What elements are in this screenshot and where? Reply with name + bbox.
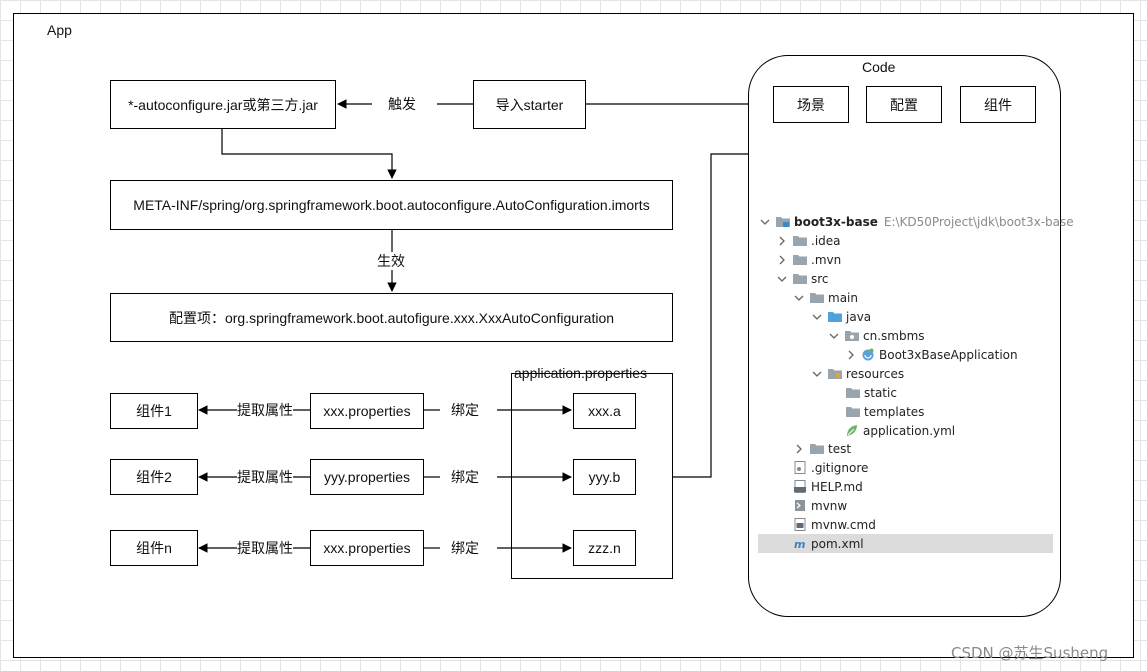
code-label: Code <box>862 59 896 75</box>
app-label: App <box>47 22 72 38</box>
app-properties-title: application.properties <box>514 365 648 381</box>
chevron-right-icon <box>848 350 854 359</box>
folder-icon <box>846 388 860 398</box>
tree-item-label: src <box>811 271 829 286</box>
tree-item-label: HELP.md <box>811 479 863 494</box>
tree-row-application-yml[interactable]: application.yml <box>846 421 955 440</box>
folder-icon <box>846 407 860 417</box>
bind-label-3: 绑定 <box>451 539 479 557</box>
tree-item-label: pom.xml <box>811 536 864 551</box>
component-box: 组件 <box>960 86 1036 123</box>
spring-class-icon <box>862 348 874 361</box>
folder-icon <box>810 444 824 454</box>
spring-leaf-icon <box>847 425 857 436</box>
tree-item-label: resources <box>846 366 905 381</box>
chevron-down-icon <box>829 333 839 339</box>
tree-item-label: .mvn <box>811 252 842 267</box>
key-box-3: zzz.n <box>573 530 636 566</box>
chevron-down-icon <box>812 314 822 320</box>
folder-icon <box>793 274 807 284</box>
tree-row-main[interactable]: main <box>794 288 858 307</box>
package-icon <box>845 331 859 341</box>
tree-row-help-md[interactable]: HELP.md <box>794 477 863 496</box>
markdown-file-icon <box>794 480 806 493</box>
chevron-right-icon <box>779 255 785 264</box>
tree-row-idea[interactable]: .idea <box>777 231 841 250</box>
scenario-box: 场景 <box>773 86 849 123</box>
tree-item-label: main <box>828 290 858 305</box>
tree-row-package[interactable]: cn.smbms <box>829 326 925 345</box>
app-properties-container <box>511 373 673 579</box>
line-code-to-properties <box>673 153 748 478</box>
tree-root-name: boot3x-base <box>794 214 878 229</box>
config-item-box: 配置项：org.springframework.boot.autofigure.… <box>110 293 673 342</box>
tree-item-label: mvnw.cmd <box>811 517 876 532</box>
chevron-right-icon <box>796 444 802 453</box>
component-2-box: 组件2 <box>110 459 198 495</box>
tree-row-static[interactable]: static <box>846 383 897 402</box>
module-folder-icon <box>776 217 790 227</box>
tree-row-mvnw-cmd[interactable]: mvnw.cmd <box>794 515 876 534</box>
folder-icon <box>810 293 824 303</box>
script-file-icon <box>795 500 805 511</box>
extract-label-1: 提取属性 <box>237 401 293 419</box>
tree-row-src[interactable]: src <box>777 269 829 288</box>
key-box-2: yyy.b <box>573 459 636 495</box>
chevron-down-icon <box>812 371 822 377</box>
autoconfigure-jar-box: *-autoconfigure.jar或第三方.jar <box>110 80 336 129</box>
folder-icon <box>793 236 807 246</box>
tree-row-mvnw[interactable]: mvnw <box>794 496 847 515</box>
chevron-right-icon <box>779 236 785 245</box>
tree-item-label: static <box>864 385 897 400</box>
watermark: CSDN @苏生Susheng <box>951 644 1109 662</box>
tree-selected-row-bg <box>758 534 1053 553</box>
props-box-1: xxx.properties <box>310 393 424 429</box>
tree-row-templates[interactable]: templates <box>846 402 924 421</box>
folder-icon <box>793 255 807 265</box>
props-box-2: yyy.properties <box>310 459 424 495</box>
props-box-3: xxx.properties <box>310 530 424 566</box>
tree-item-label: cn.smbms <box>863 328 925 343</box>
takes-effect-label: 生效 <box>377 252 405 270</box>
source-folder-icon <box>828 312 842 322</box>
key-box-1: xxx.a <box>573 393 636 429</box>
cmd-file-icon <box>794 518 806 531</box>
config-box: 配置 <box>866 86 942 123</box>
tree-row-app-class[interactable]: Boot3xBaseApplication <box>846 345 1018 364</box>
tree-row-root[interactable]: boot3x-base E:\KD50Project\jdk\boot3x-ba… <box>760 212 1074 231</box>
tree-item-label: java <box>846 309 872 324</box>
tree-item-label: test <box>828 441 852 456</box>
tree-row-test[interactable]: test <box>794 439 851 458</box>
chevron-down-icon <box>777 276 787 282</box>
tree-row-pom-xml[interactable]: m pom.xml <box>794 534 864 553</box>
bind-label-2: 绑定 <box>451 468 479 486</box>
resources-folder-icon <box>828 369 842 379</box>
import-starter-box: 导入starter <box>473 80 586 129</box>
trigger-label: 触发 <box>388 95 416 113</box>
tree-item-label: .idea <box>811 233 841 248</box>
extract-label-2: 提取属性 <box>237 468 293 486</box>
tree-item-label: templates <box>864 404 925 419</box>
tree-row-resources[interactable]: resources <box>812 364 904 383</box>
extract-label-3: 提取属性 <box>237 539 293 557</box>
maven-file-icon: m <box>794 538 805 550</box>
chevron-down-icon <box>794 295 804 301</box>
tree-root-path: E:\KD50Project\jdk\boot3x-base <box>883 214 1074 229</box>
bind-label-1: 绑定 <box>451 401 479 419</box>
tree-item-label: application.yml <box>863 423 956 438</box>
component-1-box: 组件1 <box>110 393 198 429</box>
tree-row-mvn[interactable]: .mvn <box>777 250 841 269</box>
tree-item-label: Boot3xBaseApplication <box>879 347 1018 362</box>
tree-item-label: .gitignore <box>811 460 869 475</box>
tree-row-gitignore[interactable]: .gitignore <box>794 458 868 477</box>
svg-text:m: m <box>794 538 805 550</box>
tree-item-label: mvnw <box>811 498 848 513</box>
meta-inf-box: META-INF/spring/org.springframework.boot… <box>110 180 673 230</box>
arrow-jar-to-metainf <box>221 129 397 179</box>
component-n-box: 组件n <box>110 530 198 566</box>
tree-row-java[interactable]: java <box>812 307 871 326</box>
gitignore-file-icon <box>794 461 806 474</box>
chevron-down-icon <box>760 219 770 225</box>
